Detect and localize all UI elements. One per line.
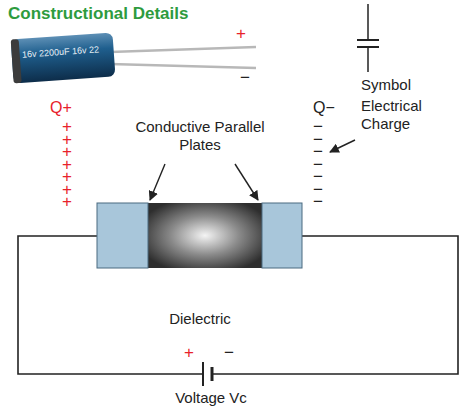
- battery-symbol: [203, 362, 212, 386]
- charge-sign: −: [313, 192, 323, 212]
- charge-sign: +: [62, 192, 72, 212]
- charge-label: Q−: [313, 98, 335, 117]
- symbol-label: Symbol: [361, 76, 411, 94]
- part-label: Dielectric: [169, 310, 231, 328]
- voltage-label: Voltage Vc: [175, 389, 247, 407]
- polarity-sign: +: [236, 24, 246, 44]
- capacitor-symbol: [357, 4, 379, 72]
- capacitor-photo: [11, 32, 256, 83]
- part-label: Conductive Parallel Plates: [130, 118, 270, 154]
- polarity-sign: −: [224, 343, 234, 363]
- diagram-title: Constructional Details: [8, 4, 188, 24]
- charge-label: Q+: [50, 98, 72, 117]
- part-label: Electrical Charge: [361, 97, 449, 133]
- capacitor-cross-section: [97, 203, 302, 268]
- polarity-sign: +: [184, 343, 194, 363]
- polarity-sign: −: [240, 68, 250, 88]
